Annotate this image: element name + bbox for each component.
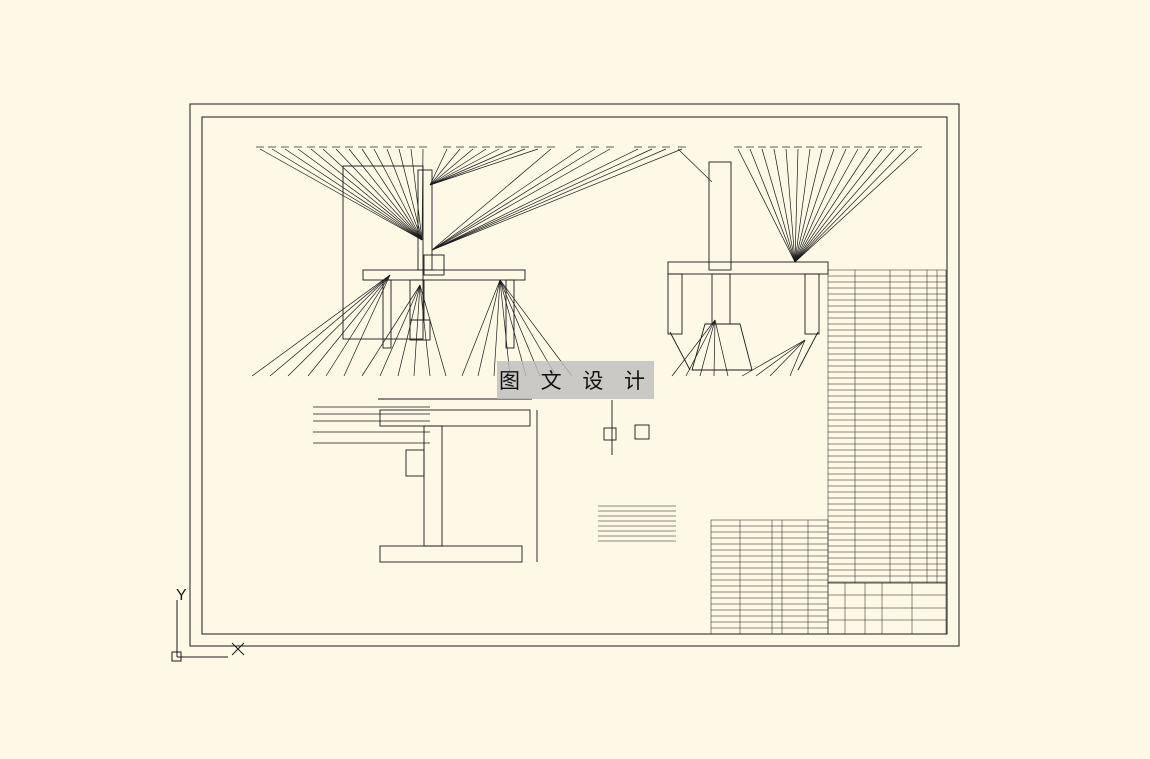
- watermark-label: 图 文 设 计: [497, 361, 654, 399]
- leader-lines: [251, 146, 922, 444]
- ucs-y-label: Y: [176, 587, 187, 604]
- machine-views: [342, 161, 829, 563]
- sheet-inner-border: [201, 116, 948, 635]
- parts-lists: [598, 269, 947, 635]
- sheet-outer-border: [189, 103, 960, 647]
- ucs-icon: [171, 600, 245, 662]
